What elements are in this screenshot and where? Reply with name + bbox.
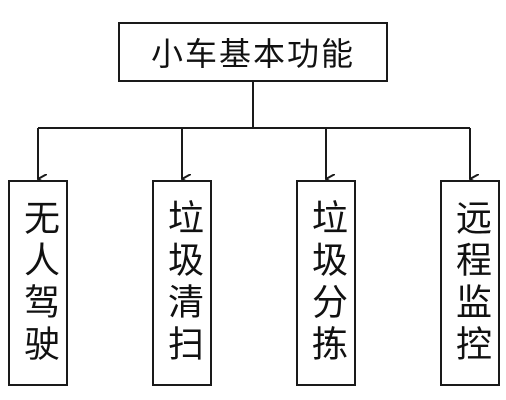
child-node-label: 垃圾清扫 <box>162 199 203 367</box>
child-node-label: 无人驾驶 <box>18 199 59 367</box>
child-node-remote-monitoring: 远程监控 <box>440 180 500 386</box>
child-node-autonomous-driving: 无人驾驶 <box>8 180 68 386</box>
child-node-garbage-sweeping: 垃圾清扫 <box>152 180 212 386</box>
root-node-label: 小车基本功能 <box>150 35 355 73</box>
child-node-label: 远程监控 <box>450 199 491 367</box>
child-node-garbage-sorting: 垃圾分拣 <box>296 180 356 386</box>
child-node-label: 垃圾分拣 <box>306 199 347 367</box>
root-node: 小车基本功能 <box>118 22 388 82</box>
